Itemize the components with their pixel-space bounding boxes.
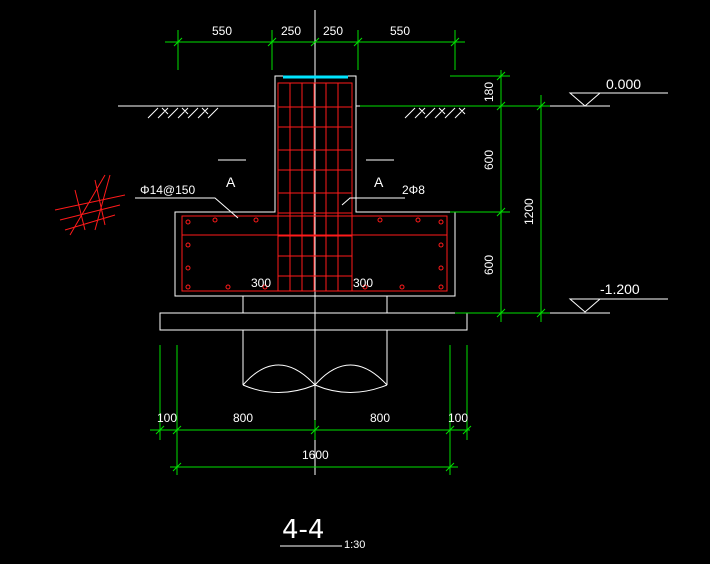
top-dim-2: 250 — [281, 24, 301, 38]
level-base-label: -1.200 — [600, 281, 640, 297]
rebar-cage — [181, 82, 448, 292]
bottom-dim-4: 100 — [448, 411, 468, 425]
top-dim-3: 250 — [323, 24, 343, 38]
level-marker-ground — [550, 92, 668, 107]
section-mark-left: A — [226, 174, 236, 190]
bottom-dimension — [150, 345, 472, 475]
bottom-dim-2: 800 — [233, 411, 253, 425]
top-dimension — [165, 30, 465, 70]
right-total: 1200 — [522, 198, 536, 225]
ground-line — [118, 105, 505, 119]
bottom-dim-1: 100 — [157, 411, 177, 425]
bottom-dim-3: 800 — [370, 411, 390, 425]
right-dim-1: 180 — [482, 82, 496, 102]
top-dim-4: 550 — [390, 24, 410, 38]
level-marker-base — [550, 298, 668, 314]
section-mark-right: A — [374, 174, 384, 190]
rebar-stirrup-label: 2Φ8 — [402, 183, 425, 197]
drawing-scale: 1:30 — [344, 539, 365, 551]
offset-left-label: 300 — [251, 276, 271, 290]
base-cushion — [159, 312, 468, 331]
right-dim-3: 600 — [482, 255, 496, 275]
top-dim-1: 550 — [212, 24, 232, 38]
level-ground-label: 0.000 — [606, 76, 641, 92]
rebar-main-label: Φ14@150 — [140, 183, 195, 197]
leader-lines — [135, 159, 405, 219]
drawing-title: 4-4 — [282, 515, 324, 545]
rebar-mesh-symbol — [54, 174, 126, 236]
offset-right-label: 300 — [353, 276, 373, 290]
right-dim-2: 600 — [482, 150, 496, 170]
right-dimension — [360, 70, 550, 322]
overall-width: 1600 — [302, 448, 329, 462]
